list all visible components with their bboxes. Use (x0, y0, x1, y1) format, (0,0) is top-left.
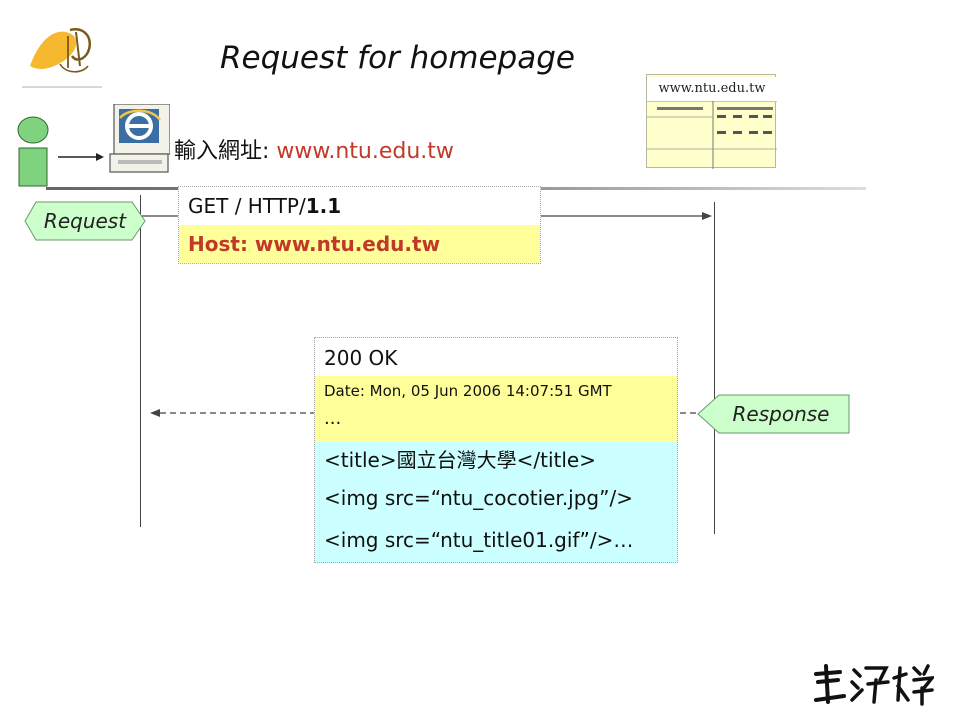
user-icon (14, 116, 50, 188)
website-card: www.ntu.edu.tw (646, 74, 777, 169)
url-entry: 輸入網址: www.ntu.edu.tw (174, 133, 454, 165)
request-line: GET / HTTP/1.1 (179, 187, 540, 225)
request-line-version: 1.1 (305, 194, 342, 218)
university-logo (22, 22, 102, 96)
response-status-line: 200 OK (315, 338, 677, 376)
response-body-line: <title>國立台灣大學</title> (324, 448, 596, 472)
response-tag: Response (697, 394, 851, 434)
response-message-box: 200 OK Date: Mon, 05 Jun 2006 14:07:51 G… (314, 337, 678, 563)
request-tag-label: Request (43, 209, 127, 233)
user-to-computer-arrow (58, 148, 104, 161)
url-value: www.ntu.edu.tw (276, 139, 454, 164)
computer-browser-icon (108, 103, 171, 174)
response-body-line: <img src=“ntu_cocotier.jpg”/> (324, 486, 633, 510)
calligraphy-logo (810, 660, 937, 706)
slide-title: Request for homepage (220, 40, 575, 76)
website-layout-graphic (647, 101, 777, 169)
request-line-prefix: GET / HTTP/ (188, 194, 306, 218)
request-host-header: Host: www.ntu.edu.tw (179, 225, 540, 263)
server-lifeline (714, 202, 715, 534)
response-headers: Date: Mon, 05 Jun 2006 14:07:51 GMT ... (315, 376, 677, 442)
url-prompt-label: 輸入網址: (174, 139, 277, 164)
request-message-box: GET / HTTP/1.1 Host: www.ntu.edu.tw (178, 186, 541, 264)
request-tag: Request (24, 201, 146, 241)
client-lifeline (140, 195, 141, 527)
response-headers-ellipsis: ... (324, 408, 342, 429)
response-body-line: <img src=“ntu_title01.gif”/>… (324, 528, 634, 552)
website-url-label: www.ntu.edu.tw (647, 77, 777, 102)
response-tag-label: Response (732, 402, 830, 426)
response-date-header: Date: Mon, 05 Jun 2006 14:07:51 GMT (324, 382, 612, 400)
